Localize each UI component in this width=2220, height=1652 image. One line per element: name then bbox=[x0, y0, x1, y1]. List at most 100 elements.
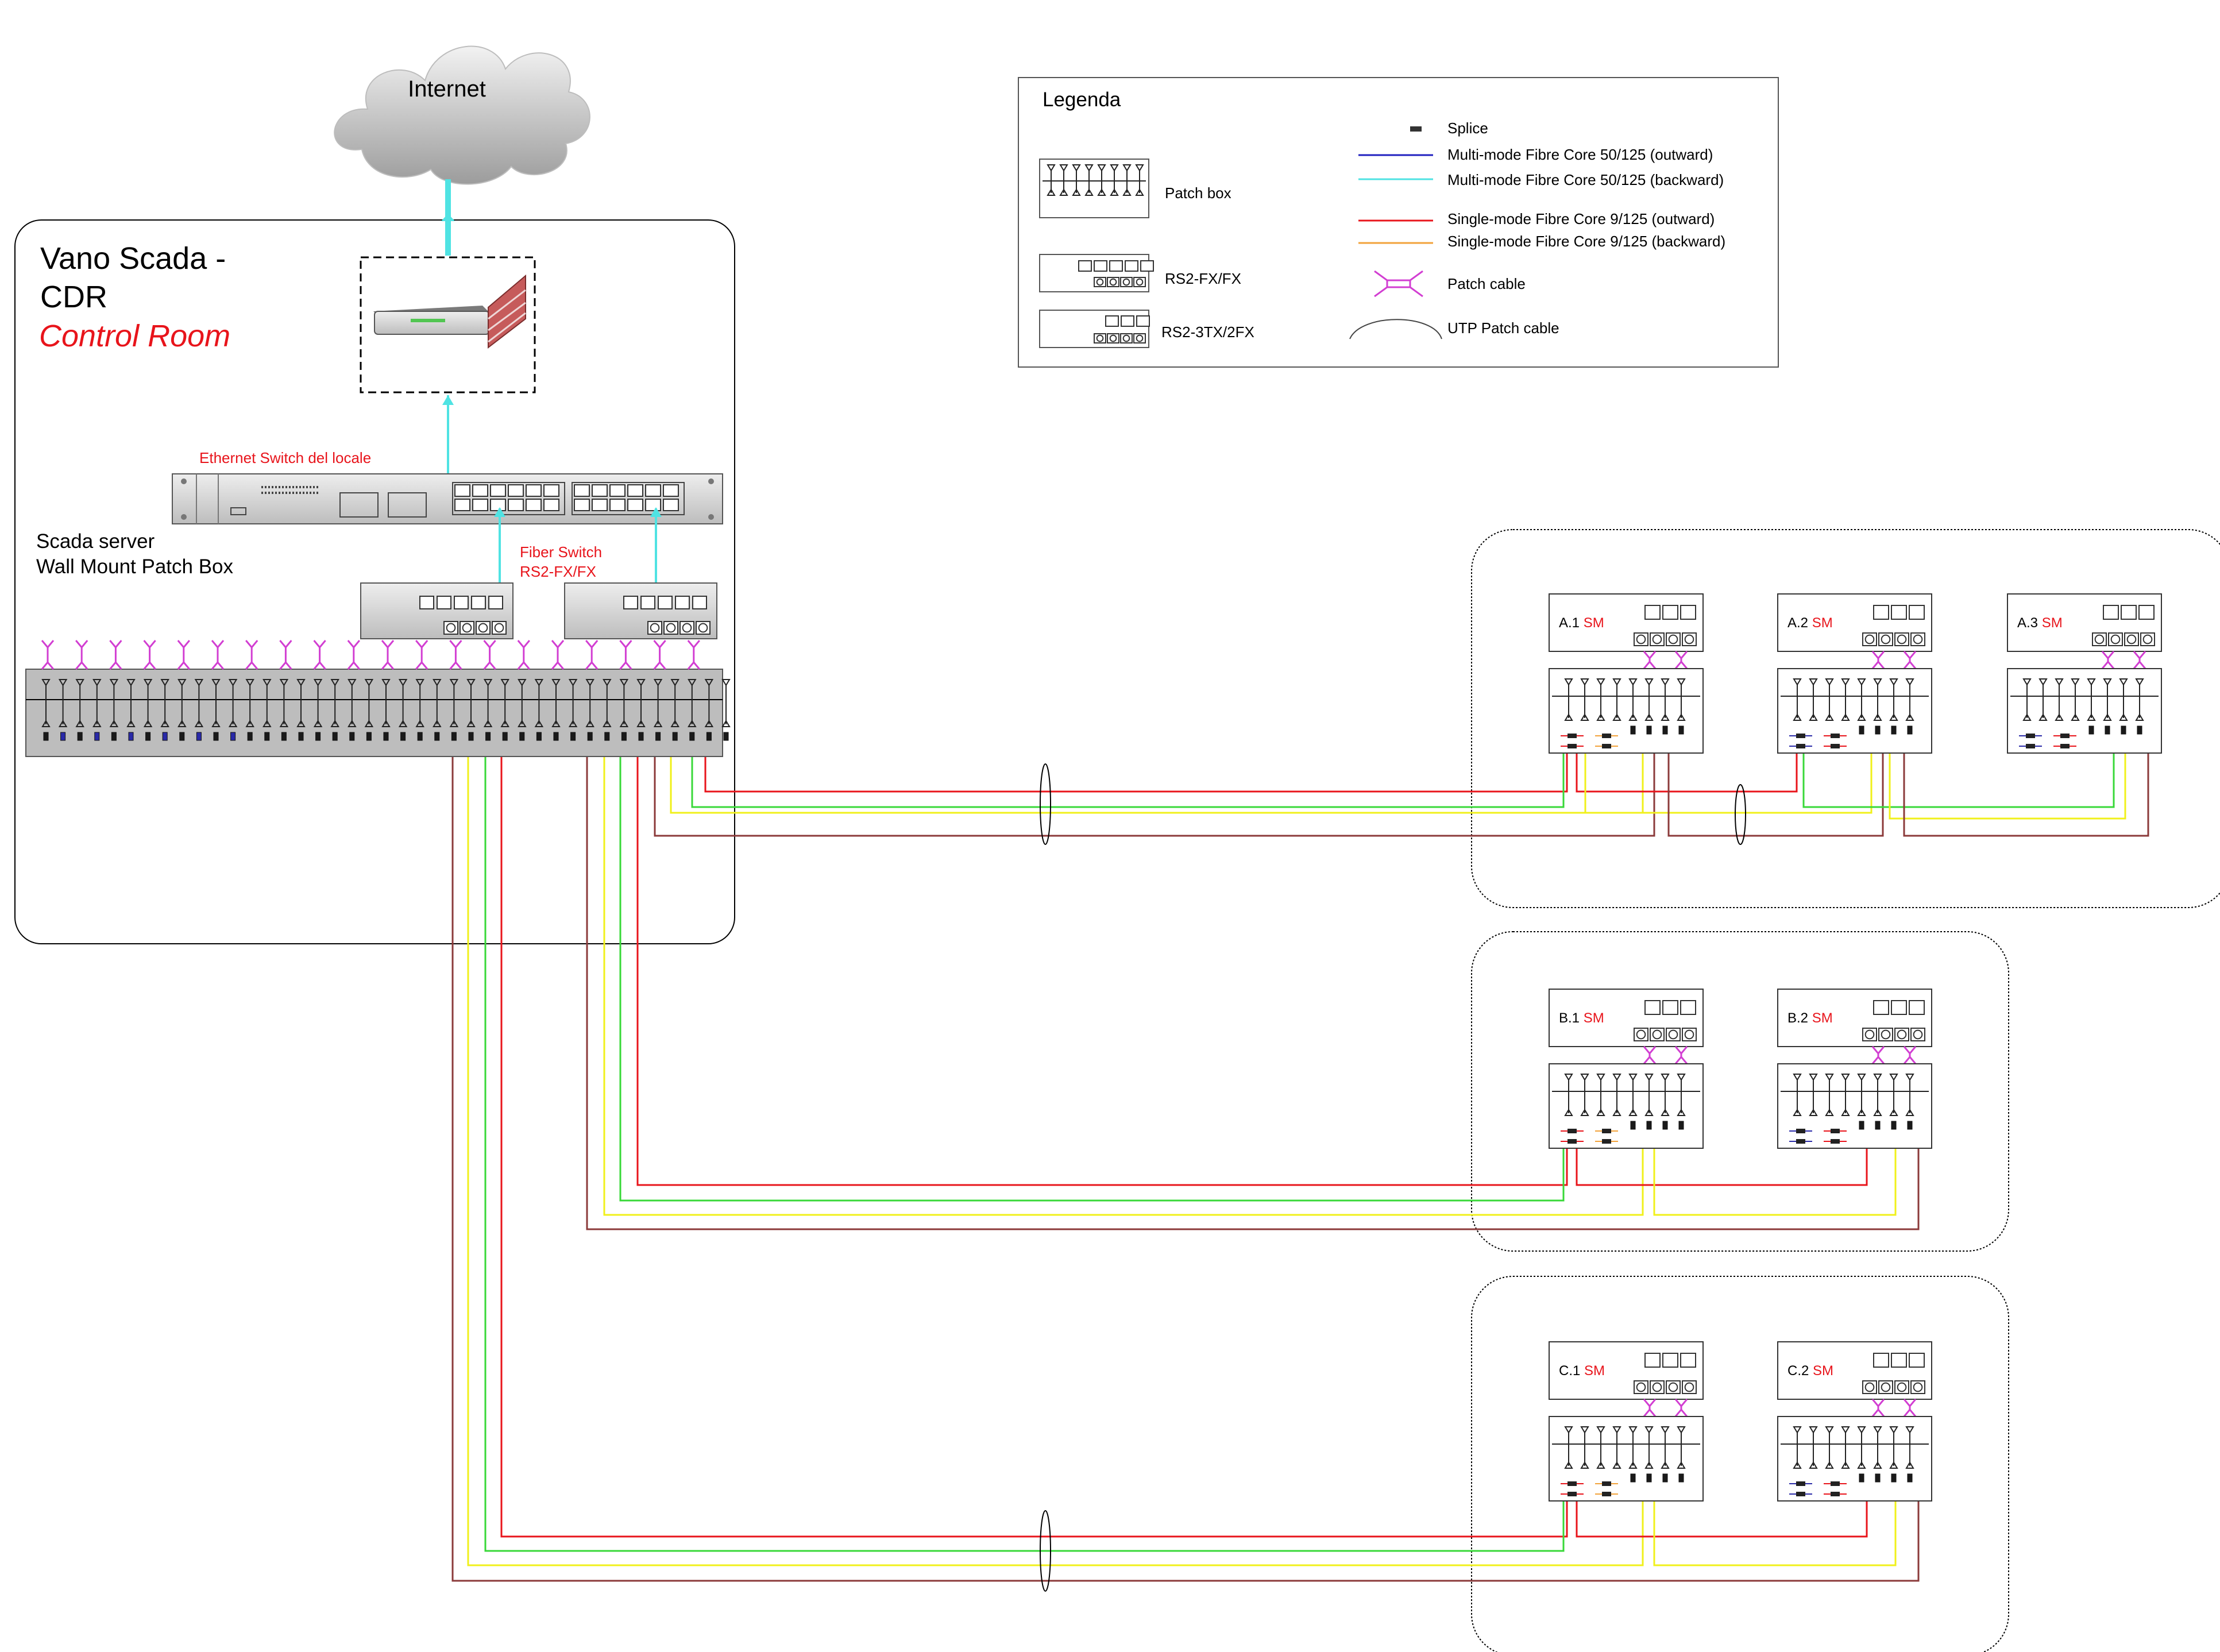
site-patch-port-top bbox=[2087, 678, 2096, 686]
main-patch-port-top bbox=[75, 679, 84, 686]
legend-title: Legenda bbox=[1043, 88, 1121, 111]
site-patch-port-top bbox=[2119, 678, 2128, 686]
site-patch-port-bottom bbox=[1809, 713, 1818, 721]
patch-cable-symbol bbox=[2101, 651, 2115, 669]
main-patch-port-connector bbox=[366, 732, 372, 741]
cable-bundle-a-2 bbox=[1735, 784, 1746, 845]
patch-cable-symbol bbox=[109, 640, 122, 670]
legend-fx-fiber-port bbox=[1094, 277, 1106, 287]
site-patch-port-bottom bbox=[1596, 1461, 1605, 1469]
main-patch-port-top bbox=[466, 679, 476, 686]
legend-patch-port-bottom bbox=[1135, 188, 1144, 196]
site-patch-port-bottom bbox=[1841, 713, 1850, 721]
patch-cable-symbol bbox=[1674, 1046, 1688, 1064]
patch-cable-symbol bbox=[1643, 1046, 1657, 1064]
main-patch-port-bottom bbox=[58, 720, 68, 727]
site-patch-port-top bbox=[1841, 1074, 1850, 1081]
site-node-tag: SM bbox=[1584, 1363, 1605, 1379]
site-patch-port-connector bbox=[1859, 1473, 1864, 1483]
internet-label: Internet bbox=[408, 76, 486, 102]
legend-3tx-port bbox=[1105, 315, 1119, 327]
splice-marker bbox=[1796, 1492, 1805, 1496]
legend-rs2-3tx-label: RS2-3TX/2FX bbox=[1161, 323, 1254, 341]
main-patch-port-connector bbox=[60, 732, 66, 741]
site-switch-fiber-port-connector bbox=[1652, 634, 1662, 644]
site-patch-port-top bbox=[1644, 1074, 1654, 1081]
main-patch-port-top bbox=[228, 679, 238, 686]
main-patch-port-connector bbox=[230, 732, 236, 741]
site-patch-port-top bbox=[1857, 1074, 1866, 1081]
site-patch-port-bottom bbox=[1612, 1109, 1621, 1116]
site-switch-fiber-port-connector bbox=[1652, 1382, 1662, 1392]
fiber-switch-fiber-port-connector bbox=[446, 623, 456, 633]
main-patch-port-connector bbox=[587, 732, 593, 741]
main-patch-port-connector bbox=[264, 732, 270, 741]
main-patch-port-connector bbox=[485, 732, 491, 741]
site-patch-port-bottom bbox=[1793, 713, 1802, 721]
patch-cable-symbol bbox=[1871, 1399, 1885, 1417]
site-patch-port-connector bbox=[1891, 1121, 1897, 1130]
site-patch-port-bottom bbox=[1825, 713, 1834, 721]
fiber-switch-model-label: RS2-FX/FX bbox=[520, 563, 596, 580]
site-patch-port-bottom bbox=[1677, 1461, 1686, 1469]
site-switch-port bbox=[1680, 1000, 1696, 1015]
main-patch-port-connector bbox=[145, 732, 151, 741]
main-patch-port-bottom bbox=[551, 720, 561, 727]
legend-patch-port-top bbox=[1047, 164, 1056, 172]
site-patch-port-bottom bbox=[1873, 1461, 1882, 1469]
fiber-switch-ethernet-port bbox=[675, 596, 690, 609]
main-patch-port-top bbox=[449, 679, 459, 686]
site-node-label: A.3 SM bbox=[2017, 615, 2063, 631]
main-patch-port-bottom bbox=[500, 720, 509, 727]
main-patch-port-bottom bbox=[398, 720, 408, 727]
site-patch-port-top bbox=[2103, 678, 2112, 686]
main-patch-port-bottom bbox=[348, 720, 357, 727]
patch-cable-symbol bbox=[619, 640, 632, 670]
site-patch-port-bottom bbox=[2119, 713, 2128, 721]
site-patch-port-top bbox=[1841, 678, 1850, 686]
main-patch-port-connector bbox=[77, 732, 83, 741]
fiber-switch-ethernet-port bbox=[488, 596, 503, 609]
splice-marker bbox=[1831, 1129, 1840, 1133]
legend-fx-fiber-port-connector bbox=[1096, 278, 1104, 286]
site-patch-port-top bbox=[1661, 1074, 1670, 1081]
site-patch-port-bottom bbox=[1905, 1109, 1914, 1116]
fiber-switch-fiber-port-connector bbox=[682, 623, 692, 633]
site-patch-port-top bbox=[1596, 678, 1605, 686]
cable-c-green bbox=[484, 741, 1565, 1552]
site-patch-port-top bbox=[1564, 1426, 1573, 1434]
site-patch-port-top bbox=[2022, 678, 2032, 686]
site-switch-port bbox=[2103, 605, 2119, 620]
splice-marker bbox=[1567, 1129, 1577, 1133]
splice-marker bbox=[1831, 744, 1840, 748]
main-patch-port-top bbox=[704, 679, 714, 686]
main-patch-port-connector bbox=[502, 732, 508, 741]
legend-3tx-fiber-port bbox=[1094, 333, 1106, 343]
splice-marker bbox=[1831, 1481, 1840, 1486]
main-patch-port-top bbox=[348, 679, 357, 686]
main-patch-port-connector bbox=[332, 732, 338, 741]
site-patch-port-top bbox=[1873, 1426, 1882, 1434]
site-patch-box bbox=[1549, 1416, 1704, 1502]
site-node-label: C.1 SM bbox=[1559, 1363, 1605, 1379]
patch-cable-symbol bbox=[517, 640, 530, 670]
main-patch-port-top bbox=[433, 679, 442, 686]
main-patch-port-connector bbox=[417, 732, 423, 741]
site-patch-port-connector bbox=[1907, 725, 1913, 735]
site-patch-port-connector bbox=[1662, 1121, 1668, 1130]
main-patch-port-bottom bbox=[688, 720, 697, 727]
site-patch-port-bottom bbox=[1644, 713, 1654, 721]
site-switch-port bbox=[1662, 1353, 1678, 1368]
site-switch-fiber-port-connector bbox=[1897, 1382, 1907, 1392]
site-patch-port-bottom bbox=[1596, 1109, 1605, 1116]
main-patch-port-top bbox=[688, 679, 697, 686]
legend-patch-port-top bbox=[1084, 164, 1094, 172]
site-switch-port bbox=[1873, 1000, 1889, 1015]
site-switch-fiber-port-connector bbox=[1636, 634, 1646, 644]
patch-cable-symbol bbox=[551, 640, 565, 670]
main-patch-port-top bbox=[585, 679, 594, 686]
legend-item-sm-outward: Single-mode Fibre Core 9/125 (outward) bbox=[1447, 210, 1715, 227]
site-switch-fiber-port-connector bbox=[1668, 1382, 1678, 1392]
main-patch-port-top bbox=[143, 679, 153, 686]
site-patch-port-connector bbox=[2121, 725, 2126, 735]
